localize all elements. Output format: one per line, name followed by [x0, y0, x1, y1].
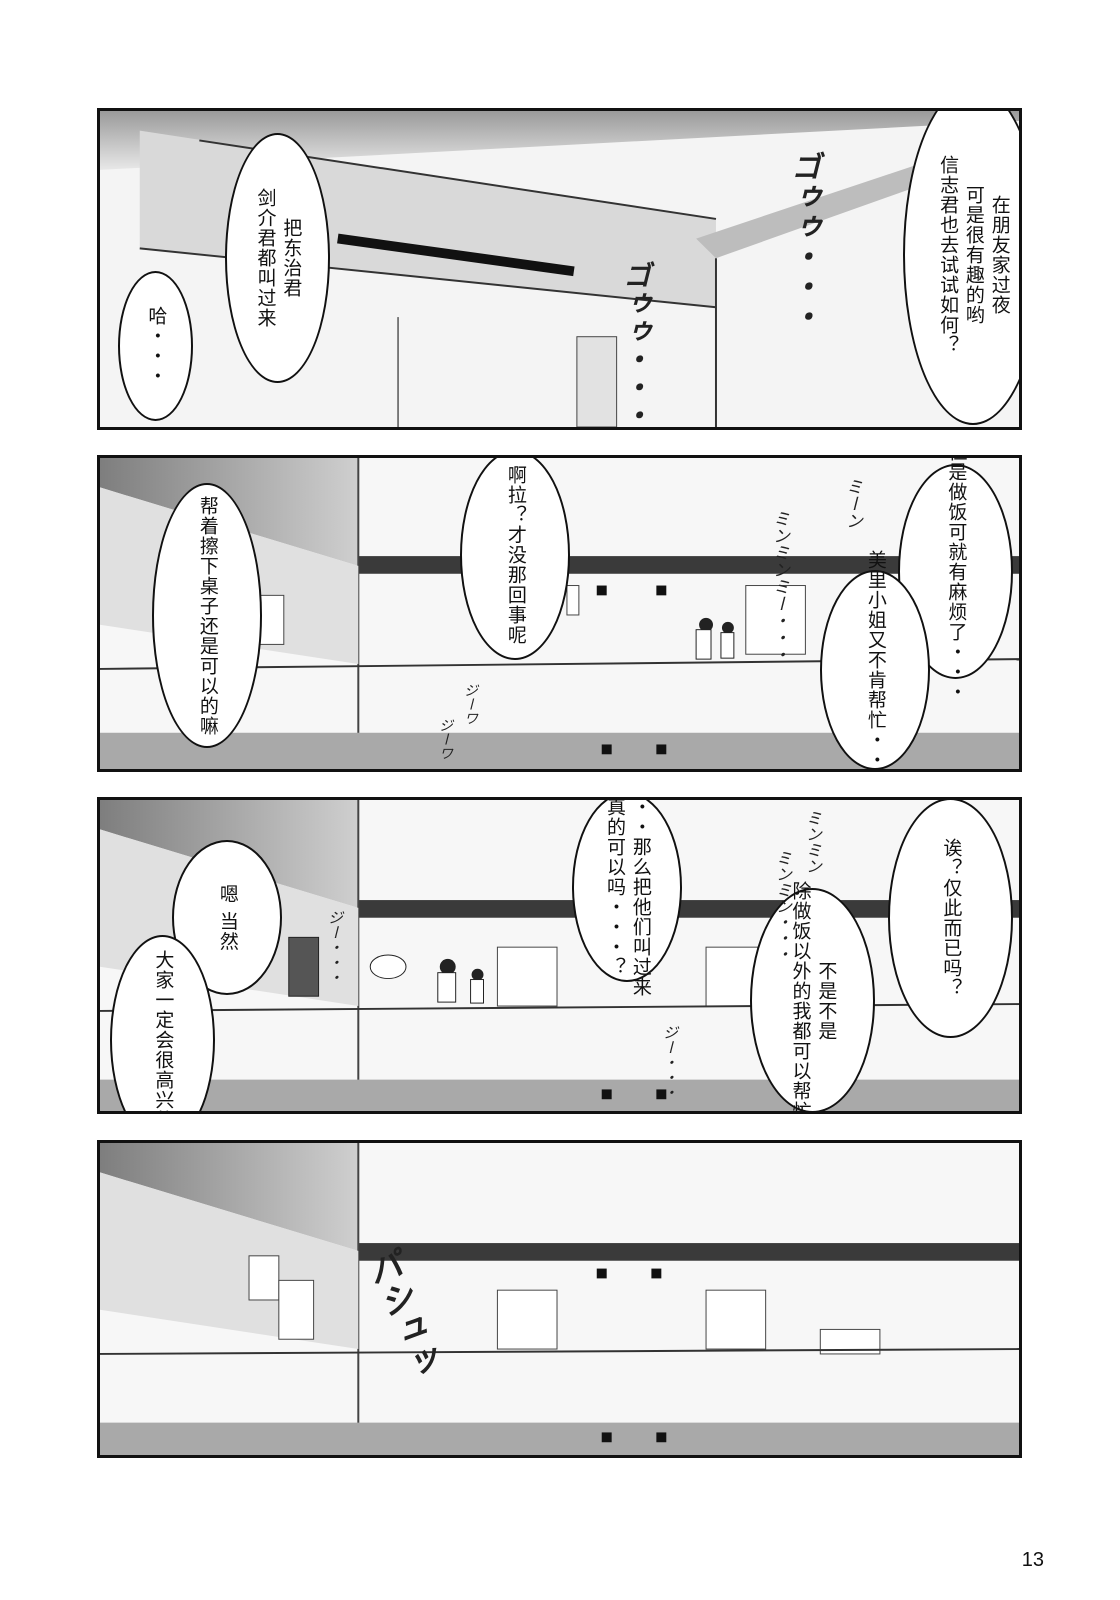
speech-bubble-5: 大家一定会很高兴的: [110, 935, 215, 1114]
bubble-line: 把东治君: [280, 218, 303, 298]
sound-effect: ミーン: [842, 478, 862, 529]
sound-effect: ジーワ: [462, 683, 478, 725]
bubble-line: 剑介君都叫过来: [254, 188, 277, 328]
bubble-line: 帮着擦下桌子还是可以的嘛: [196, 495, 219, 736]
speech-bubble-2: 美里小姐又不肯帮忙・・・: [820, 550, 930, 769]
panel-2: 但是做饭可就有麻烦了・・・ 美里小姐又不肯帮忙・・・ 啊拉？才没那回事呢 帮着擦…: [97, 455, 1022, 772]
bubble-line: 嗯 当然: [216, 883, 239, 952]
speech-bubble-3: 不是不是 除做饭以外的我都可以帮忙: [750, 881, 875, 1111]
speech-bubble-3: 哈・・・: [118, 271, 193, 421]
page-number: 13: [1021, 1549, 1044, 1571]
bubble-line: 在朋友家过夜: [988, 195, 1011, 315]
panel-3: 诶？仅此而已吗？ ・・・那么把他们叫过来 真的可以吗・・・？ 不是不是 除做饭以…: [97, 797, 1022, 1114]
panel-4-background: [100, 1143, 1019, 1455]
bubble-line: 哈・・・: [145, 306, 168, 386]
bubble-line: 不是不是: [815, 960, 838, 1041]
sound-effect: ミンミン: [803, 810, 822, 874]
bubble-line: ・・・那么把他们叫过来: [629, 797, 652, 997]
speech-bubble-1: 在朋友家过夜 可是很有趣的哟 信志君也去试试如何？: [903, 111, 1019, 425]
panel-4: パシュッ: [97, 1140, 1022, 1458]
bubble-line: 美里小姐又不肯帮忙・・・: [864, 550, 887, 772]
bubble-line: 但是做饭可就有麻烦了・・・: [945, 455, 968, 702]
speech-bubble-2: ・・・那么把他们叫过来 真的可以吗・・・？: [572, 797, 682, 997]
bubble-line: 诶？仅此而已吗？: [940, 838, 963, 998]
panel-1: 在朋友家过夜 可是很有趣的哟 信志君也去试试如何？ 把东治君 剑介君都叫过来 哈…: [97, 108, 1022, 430]
sound-effect: ジー・・・: [661, 1025, 679, 1100]
speech-bubble-4: 帮着擦下桌子还是可以的嘛: [152, 483, 262, 748]
speech-bubble-2: 把东治君 剑介君都叫过来: [225, 133, 330, 383]
sound-effect: ジーワ: [437, 718, 453, 760]
bubble-line: 啊拉？才没那回事呢: [504, 465, 527, 645]
speech-bubble-1: 诶？仅此而已吗？: [888, 800, 1013, 1038]
bubble-line: 大家一定会很高兴的: [152, 950, 175, 1114]
bubble-line: 真的可以吗・・・？: [604, 797, 626, 977]
sound-effect: ミンミンミー・・・: [769, 510, 789, 663]
sound-effect: ミンミン・・・: [773, 850, 792, 962]
sound-effect: ジー・・・: [326, 910, 344, 985]
bubble-line: 除做饭以外的我都可以帮忙: [789, 880, 812, 1114]
sound-effect: ゴゥゥ・・・: [619, 261, 652, 429]
speech-bubble-4: 嗯 当然: [172, 840, 282, 995]
bubble-line: 可是很有趣的哟: [962, 185, 985, 325]
bubble-line: 信志君也去试试如何？: [937, 155, 960, 355]
sound-effect: ゴゥゥ・・・: [785, 151, 820, 331]
speech-bubble-3: 啊拉？才没那回事呢: [460, 458, 570, 660]
